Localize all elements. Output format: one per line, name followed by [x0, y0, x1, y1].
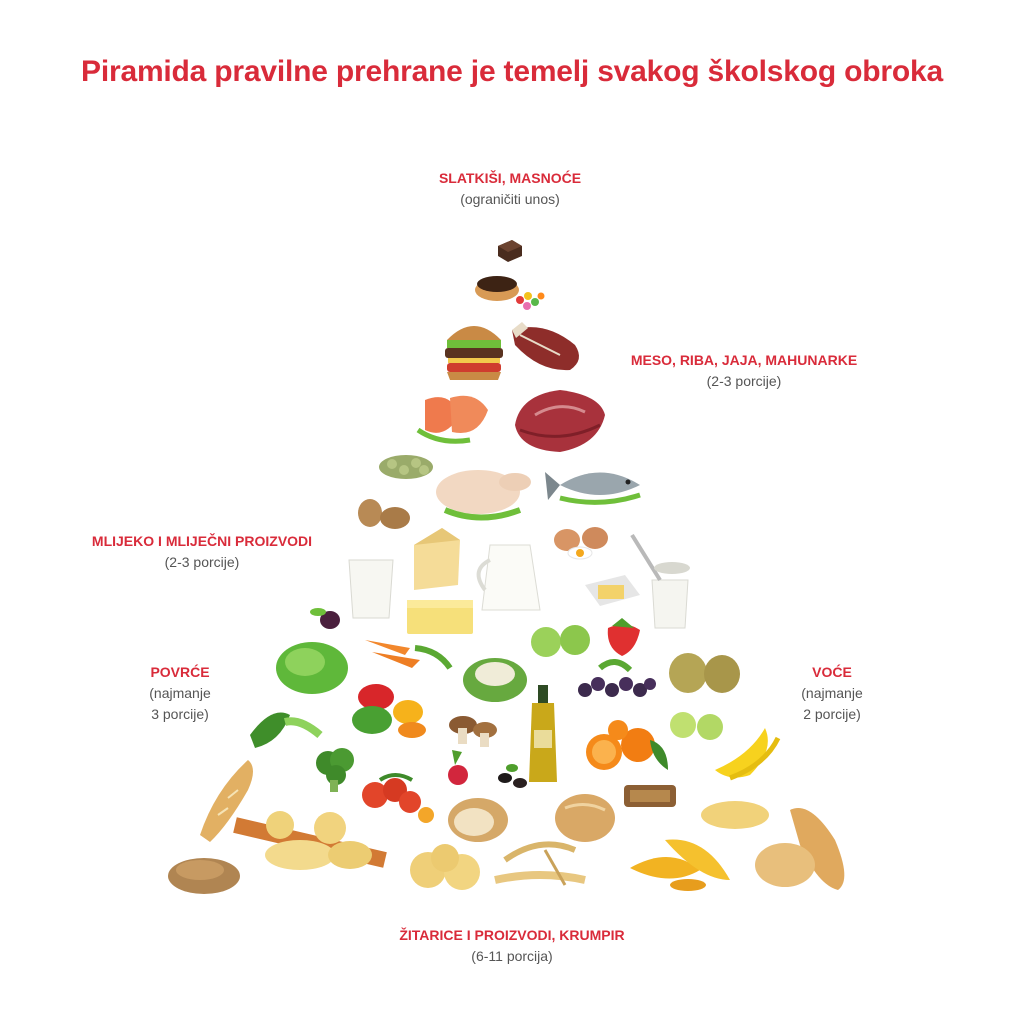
yogurt-cup	[630, 533, 690, 629]
label-sweets-note: (ograničiti unos)	[460, 191, 560, 207]
label-dairy: MLIJEKO I MLIJEČNI PROIZVODI (2-3 porcij…	[72, 531, 332, 573]
label-dairy-note: (2-3 porcije)	[164, 554, 240, 570]
oranges	[586, 720, 668, 770]
label-vegetables-heading: POVRĆE	[150, 664, 210, 680]
label-sweets: SLATKIŠI, MASNOĆE (ograničiti unos)	[380, 168, 640, 210]
green-apples	[531, 625, 590, 657]
bread-slice	[448, 798, 508, 842]
radish	[448, 750, 468, 785]
olives	[498, 764, 527, 788]
label-dairy-heading: MLIJEKO I MLIJEČNI PROIZVODI	[91, 533, 313, 549]
label-grains: ŽITARICE I PROIZVODI, KRUMPIR (6-11 porc…	[362, 925, 662, 967]
candies	[516, 292, 545, 310]
label-vegetables-note-2: 3 porcije)	[151, 706, 209, 722]
hamburger	[445, 326, 503, 380]
bell-peppers	[352, 684, 426, 738]
corn-cobs	[630, 839, 730, 891]
label-fruit-note-1: (najmanje	[801, 685, 863, 701]
label-protein: MESO, RIBA, JAJA, MAHUNARKE (2-3 porcije…	[614, 350, 874, 392]
eclair	[475, 276, 519, 301]
label-fruit-heading: VOĆE	[812, 664, 852, 680]
grapes	[578, 659, 656, 697]
mushrooms	[449, 716, 497, 747]
raw-beef	[515, 390, 605, 452]
label-fruit: VOĆE (najmanje 2 porcije)	[772, 662, 892, 725]
shrimps	[416, 395, 488, 444]
label-grains-heading: ŽITARICE I PROIZVODI, KRUMPIR	[399, 927, 625, 943]
pasta-penne	[701, 801, 769, 829]
pasta-assortment	[233, 811, 387, 870]
strawberry	[607, 618, 640, 656]
baguettes-right	[755, 808, 845, 890]
pasta-nests	[410, 844, 480, 890]
label-protein-note: (2-3 porcije)	[706, 373, 782, 389]
broccoli	[316, 748, 354, 792]
butter-block	[407, 600, 473, 634]
cauliflower	[463, 658, 527, 702]
cucumber	[250, 712, 323, 748]
granola	[168, 858, 240, 894]
label-fruit-note-2: 2 porcije)	[803, 706, 861, 722]
eggs	[554, 527, 608, 560]
carrots	[365, 640, 453, 670]
cheese-wedge	[414, 528, 460, 590]
milk-jug	[476, 544, 541, 611]
walnuts	[358, 499, 410, 529]
label-vegetables: POVRĆE (najmanje 3 porcije)	[120, 662, 240, 725]
lettuce	[276, 642, 348, 694]
bananas	[715, 728, 781, 781]
label-sweets-heading: SLATKIŠI, MASNOĆE	[438, 170, 582, 186]
round-bread	[555, 794, 615, 842]
wheat-ears	[494, 841, 586, 886]
plum	[310, 608, 340, 629]
fish	[545, 472, 641, 505]
butter-pack	[585, 575, 640, 606]
raw-chicken	[436, 470, 531, 521]
chocolate-piece	[498, 240, 522, 262]
pears	[669, 653, 740, 693]
label-grains-note: (6-11 porcija)	[471, 948, 553, 964]
green-apples-small	[670, 712, 723, 740]
page-title: Piramida pravilne prehrane je temelj sva…	[81, 55, 943, 88]
olive-oil-bottle	[529, 685, 557, 782]
glass-of-milk	[348, 559, 394, 619]
cereal-bar	[624, 785, 676, 807]
salami	[512, 322, 579, 371]
tomatoes	[362, 773, 434, 823]
label-vegetables-note-1: (najmanje	[149, 685, 211, 701]
label-protein-heading: MESO, RIBA, JAJA, MAHUNARKE	[630, 352, 858, 368]
beans	[379, 455, 433, 479]
baguette-left	[200, 760, 253, 842]
